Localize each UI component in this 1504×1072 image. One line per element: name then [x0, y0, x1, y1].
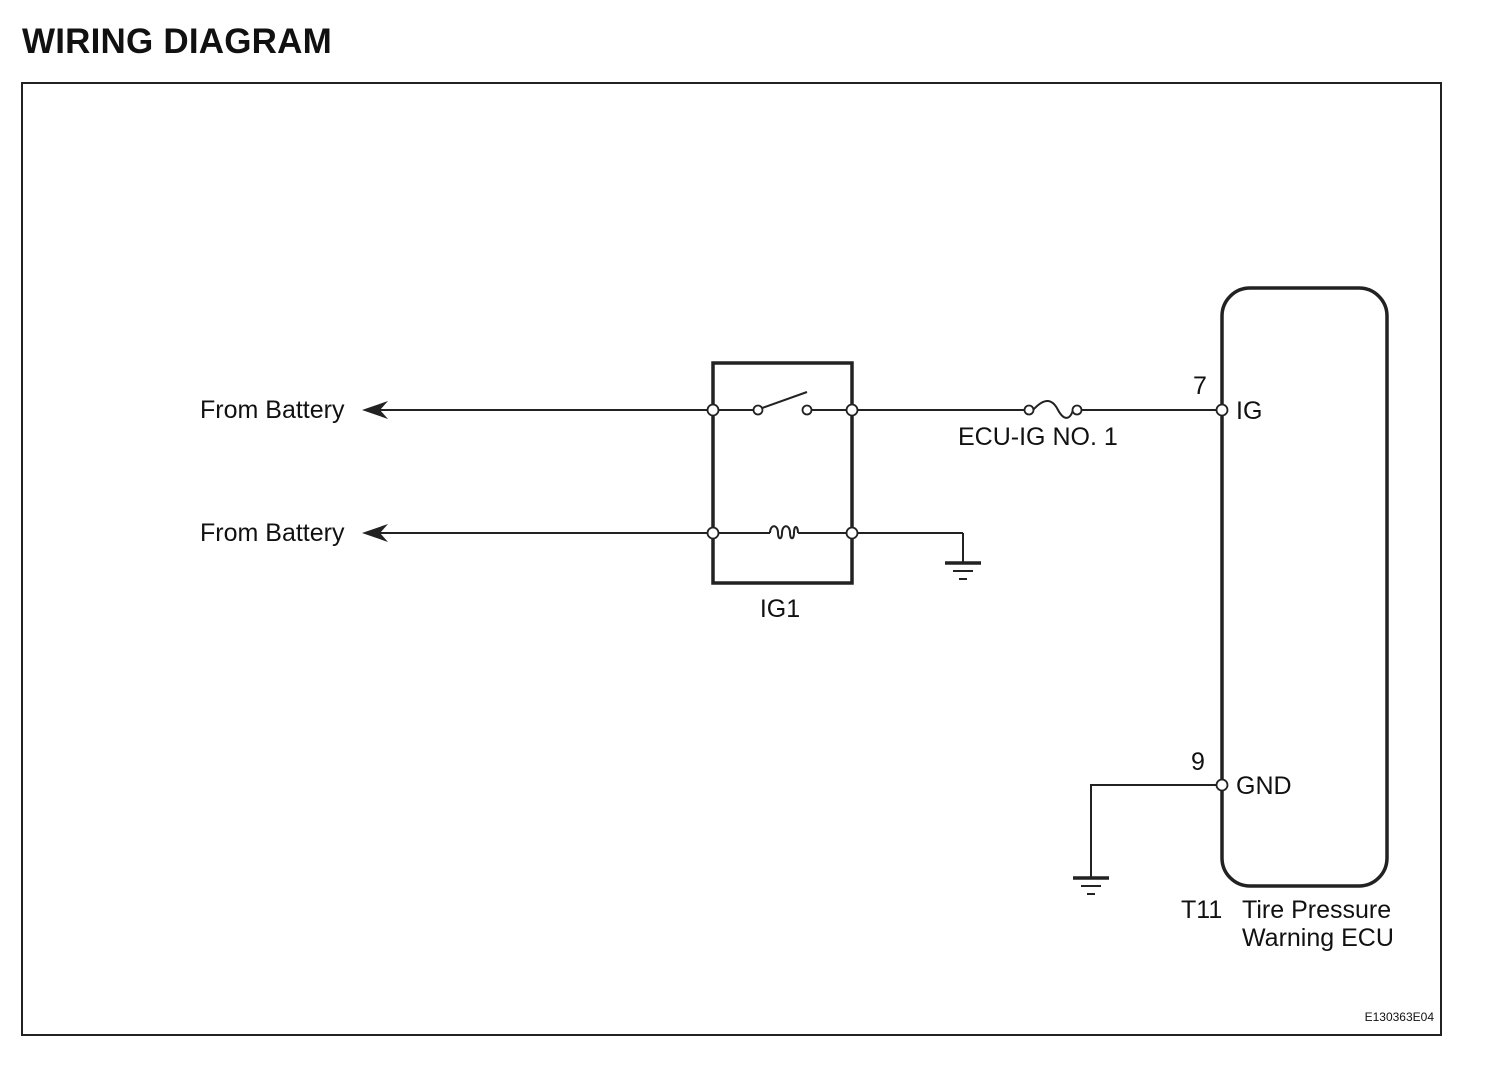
from-battery-label-top: From Battery	[200, 396, 345, 424]
relay-terminal	[706, 526, 720, 540]
relay-terminal	[845, 526, 859, 540]
page-title: WIRING DIAGRAM	[22, 22, 332, 61]
figure-code: E130363E04	[1365, 1010, 1435, 1024]
relay-terminal	[706, 403, 720, 417]
ecu-connector-code: T11	[1181, 896, 1222, 924]
pin-number-gnd: 9	[1191, 748, 1205, 776]
ecu-box	[1220, 286, 1389, 888]
ecu-pin-ig	[1215, 403, 1229, 417]
ground-icon	[945, 533, 981, 580]
ig1-relay-label: IG1	[760, 595, 800, 623]
ecu-name-line2: Warning ECU	[1242, 924, 1394, 952]
relay-coil-icon	[713, 525, 852, 540]
ecu-pin-gnd	[1215, 778, 1229, 792]
fuse-label: ECU-IG NO. 1	[958, 423, 1118, 451]
pin-name-gnd: GND	[1236, 772, 1292, 800]
wire-ecu-ground	[1090, 784, 1217, 878]
ig1-relay-box	[711, 361, 854, 585]
diagram-frame	[21, 82, 1442, 1036]
ground-icon	[1073, 876, 1109, 895]
pin-number-ig: 7	[1193, 372, 1207, 400]
ecu-name-line1: Tire Pressure	[1242, 896, 1391, 924]
from-battery-label-bottom: From Battery	[200, 519, 345, 547]
fuse-icon	[1023, 400, 1083, 419]
pin-name-ig: IG	[1236, 397, 1262, 425]
relay-switch-icon	[713, 391, 852, 416]
relay-terminal	[845, 403, 859, 417]
